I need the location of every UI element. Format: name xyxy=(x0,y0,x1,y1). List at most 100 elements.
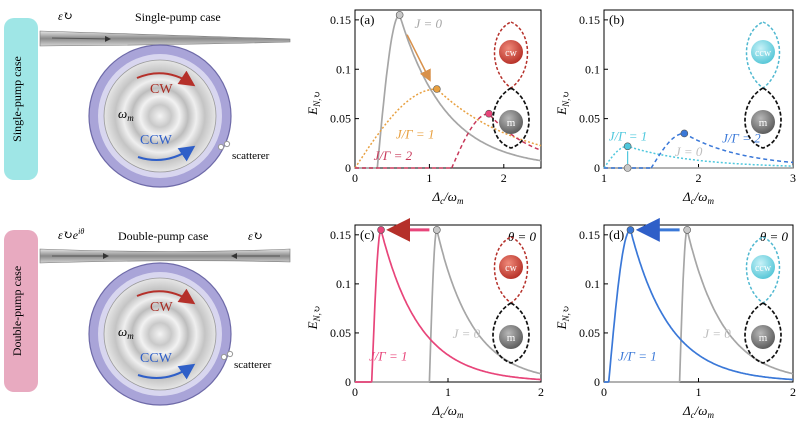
y-tick-label: 0 xyxy=(345,161,351,175)
waveguide-fiber xyxy=(39,30,291,47)
inset-mode-ball xyxy=(751,110,775,134)
data-point xyxy=(377,226,385,234)
panel-letter: (c) xyxy=(360,227,374,242)
y-tick-label: 0 xyxy=(345,375,351,389)
inset-mode-label: m xyxy=(507,332,516,344)
y-tick-label: 0.1 xyxy=(336,62,351,76)
annotation: J = 0 xyxy=(675,144,703,159)
ccw-label: CCW xyxy=(140,351,173,366)
y-tick-label: 0.1 xyxy=(585,62,600,76)
y-axis-label: EN,↻ xyxy=(305,91,322,116)
cw-arrow xyxy=(136,70,196,87)
y-tick-label: 0.1 xyxy=(585,277,600,291)
y-tick-label: 0.05 xyxy=(330,112,351,126)
annotation: J = 0 xyxy=(703,326,731,341)
inset-mode-ball xyxy=(751,255,775,279)
pump-symbol: ε↻ xyxy=(58,9,73,23)
series-line xyxy=(370,229,541,383)
input-arrow xyxy=(51,35,111,42)
y-tick-label: 0.1 xyxy=(336,277,351,291)
panel-letter: (d) xyxy=(609,227,624,242)
ccw-label: CCW xyxy=(140,133,173,148)
waveguide-fiber xyxy=(39,248,291,264)
inset-mode-ball xyxy=(751,325,775,349)
x-tick-label: 3 xyxy=(790,171,796,185)
y-axis-label: EN,↻ xyxy=(554,91,571,116)
side-label-bottom-bg xyxy=(4,230,38,392)
ccw-arrow xyxy=(137,363,196,380)
data-point xyxy=(680,129,689,138)
y-tick-label: 0.15 xyxy=(330,228,351,242)
x-tick-label: 0 xyxy=(352,171,358,185)
y-tick-label: 0.15 xyxy=(579,228,600,242)
data-point xyxy=(433,226,441,234)
x-axis-label: Δc/ωm xyxy=(432,189,464,206)
ring-disk xyxy=(103,59,217,173)
data-point xyxy=(626,226,635,234)
x-tick-label: 0 xyxy=(352,385,358,399)
panel-title: θ = 0 xyxy=(760,229,789,244)
series-line xyxy=(607,229,793,383)
inset-mode-label: m xyxy=(759,117,768,129)
side-label-top-text: Single-pump case xyxy=(10,56,24,142)
x-tick-label: 2 xyxy=(501,171,507,185)
data-point xyxy=(485,109,493,118)
series-line xyxy=(451,112,542,169)
data-point xyxy=(623,142,632,151)
inset-mode-label: ccw xyxy=(755,48,772,59)
inset-lobe xyxy=(492,302,530,364)
y-tick-label: 0 xyxy=(594,375,600,389)
schematic-title: Double-pump case xyxy=(118,229,208,243)
annotation: J/Γ = 1 xyxy=(609,128,648,143)
inset-mode-label: m xyxy=(759,332,768,344)
shift-arrow xyxy=(406,34,431,82)
y-tick-label: 0.15 xyxy=(579,13,600,27)
inset-mode-ball xyxy=(751,40,775,64)
series-line xyxy=(428,229,542,383)
cw-label: CW xyxy=(150,82,173,97)
panel-letter: (a) xyxy=(360,12,374,27)
x-axis-label: Δc/ωm xyxy=(682,189,714,206)
inset-lobe xyxy=(744,302,782,364)
inset-mode-ball xyxy=(499,325,523,349)
series-line xyxy=(376,14,542,169)
annotation: J/Γ = 2 xyxy=(374,148,413,163)
cw-arrow xyxy=(136,288,196,305)
schematic-title: Single-pump case xyxy=(135,10,221,24)
x-tick-label: 1 xyxy=(696,385,702,399)
annotation: J/Γ = 2 xyxy=(722,130,761,145)
annotation: J = 0 xyxy=(415,16,443,31)
pump-right-symbol: ε↻ xyxy=(248,229,263,243)
side-label-bottom: Double-pump case xyxy=(4,230,38,392)
scatterer-label: scatterer xyxy=(232,150,270,162)
panel-letter: (b) xyxy=(609,12,624,27)
x-tick-label: 1 xyxy=(601,171,607,185)
side-label-bottom-text: Double-pump case xyxy=(10,266,24,356)
scatterer-dot xyxy=(217,143,225,151)
cw-label: CW xyxy=(150,300,173,315)
x-tick-label: 2 xyxy=(538,385,544,399)
y-axis-label: EN,↻ xyxy=(305,306,322,331)
x-tick-label: 2 xyxy=(696,171,702,185)
series-line xyxy=(678,229,794,383)
omega-label: ωm xyxy=(118,106,134,123)
annotation: J/Γ = 1 xyxy=(369,348,408,363)
inset-mode-ball xyxy=(499,255,523,279)
y-tick-label: 0.05 xyxy=(330,326,351,340)
y-tick-label: 0.05 xyxy=(579,112,600,126)
y-axis-label: EN,↻ xyxy=(554,306,571,331)
scatterer-label: scatterer xyxy=(234,359,272,371)
data-point xyxy=(433,85,441,93)
schematic-single-pump: ε↻ Single-pump case CW ωm CCW scatterer xyxy=(39,9,291,188)
ring-disk xyxy=(103,277,217,391)
x-tick-label: 1 xyxy=(426,171,432,185)
panel-title: θ = 0 xyxy=(508,229,537,244)
data-point xyxy=(623,164,632,172)
side-label-top: Single-pump case xyxy=(4,18,38,180)
